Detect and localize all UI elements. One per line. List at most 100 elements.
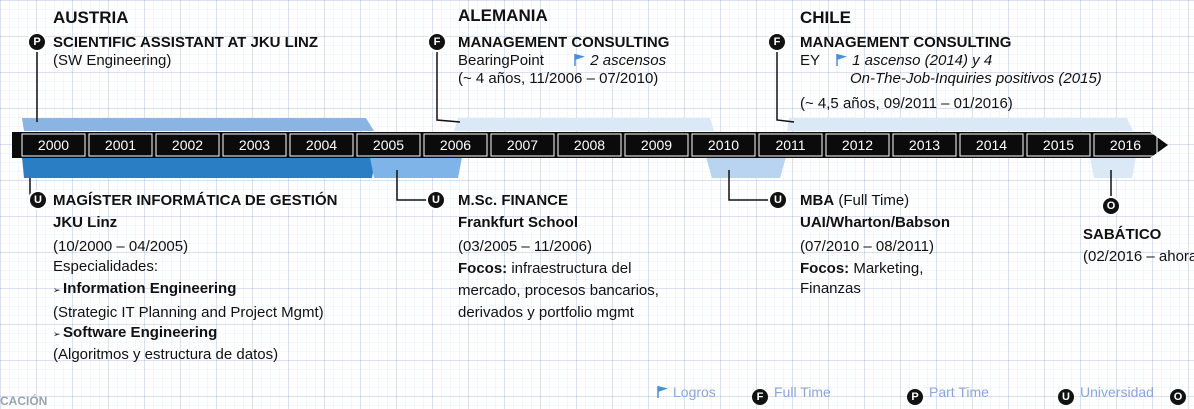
msc-focus-label: Focos: [458,260,508,277]
achievement-flag-icon [574,54,586,66]
year-label-2007: 2007 [507,137,538,153]
mba-title-label: MBA [800,192,835,209]
ey-title: MANAGEMENT CONSULTING [800,34,1012,51]
year-cell-2010 [691,133,756,157]
mba-title: MBA (Full Time) [800,192,909,209]
bearingpoint-title: MANAGEMENT CONSULTING [458,34,670,51]
university-badge: U [770,192,786,208]
ey-duration: (~ 4,5 años, 09/2011 – 01/2016) [800,95,1013,112]
year-cell-2009 [624,133,689,157]
connector-msc [396,170,434,201]
year-cell-2013 [892,133,957,157]
country-austria: AUSTRIA [53,8,129,27]
full-time-badge: F [769,34,785,50]
year-cell-2006 [423,133,488,157]
year-label-2006: 2006 [440,137,471,153]
msc-focus-2: mercado, procesos bancarios, [458,282,659,299]
other-badge-icon: O [1170,389,1186,405]
bar-mba [706,157,786,178]
year-cell-2008 [557,133,622,157]
year-cell-2007 [490,133,555,157]
other-badge: O [1103,198,1119,214]
msc-focus-1-text: infraestructura del [507,260,632,277]
flag-icon [657,386,668,398]
msc-title: M.Sc. FINANCE [458,192,569,209]
year-label-2001: 2001 [105,137,136,153]
legend-universidad: U Universidad [1058,384,1154,405]
year-label-2000: 2000 [38,137,69,153]
year-label-2004: 2004 [306,137,337,153]
full-time-badge: F [429,34,445,50]
year-label-2013: 2013 [909,137,940,153]
bearingpoint-company-line: BearingPoint 2 ascensos [458,52,666,69]
legend-full-time: F Full Time [752,384,831,405]
mba-school: UAI/Wharton/Babson [800,214,950,231]
magister-spec-2: ➢ Software Engineering [53,324,217,343]
magister-spec-2-label: Software Engineering [63,324,218,341]
year-label-2005: 2005 [373,137,404,153]
msc-focus-1: Focos: infraestructura del [458,260,631,277]
bearingpoint-achievement: 2 ascensos [590,52,667,69]
bar-msc [370,157,462,178]
year-label-2010: 2010 [708,137,739,153]
msc-focus-3: derivados y portfolio mgmt [458,304,634,321]
bullet-icon: ➢ [53,285,64,295]
year-label-2016: 2016 [1110,137,1141,153]
year-label-2015: 2015 [1043,137,1074,153]
sabbatical-title: SABÁTICO [1083,226,1162,243]
bearingpoint-company: BearingPoint [458,52,544,69]
part-time-badge: P [29,34,45,50]
year-label-2014: 2014 [976,137,1007,153]
magister-spec-label: Especialidades: [53,258,159,275]
full-time-badge-icon: F [752,389,768,405]
legend-logros: Logros [657,384,716,400]
country-germany: ALEMANIA [458,6,548,25]
year-label-2002: 2002 [172,137,203,153]
year-cell-2014 [959,133,1024,157]
magister-school: JKU Linz [53,214,118,231]
ey-achievement-1: 1 ascenso (2014) y 4 [852,52,993,69]
year-cell-2005 [356,133,421,157]
country-chile: CHILE [800,8,851,27]
year-cell-2016 [1093,133,1158,157]
mba-dates: (07/2010 – 08/2011) [800,238,934,255]
year-cell-2000 [21,133,86,157]
bullet-icon: ➢ [53,329,64,339]
mba-focus-2: Finanzas [800,280,861,297]
mba-focus-1: Focos: Marketing, [800,260,923,277]
ey-company-line: EY 1 ascenso (2014) y 4 [800,52,992,69]
connector-mba [728,170,774,201]
bar-bearingpoint [454,118,714,131]
mba-focus-label: Focos: [800,260,850,277]
year-cell-2012 [825,133,890,157]
year-label-2003: 2003 [239,137,270,153]
year-cell-2002 [155,133,220,157]
bearingpoint-duration: (~ 4 años, 11/2006 – 07/2010) [458,70,659,87]
legend-logros-label: Logros [673,384,716,400]
year-cell-2015 [1026,133,1091,157]
connector-ey [776,50,795,123]
bar-ey [787,118,1133,131]
year-label-2011: 2011 [775,137,805,153]
magister-spec-1-label: Information Engineering [63,280,237,297]
msc-school: Frankfurt School [458,214,579,231]
year-label-2008: 2008 [574,137,605,153]
msc-dates: (03/2005 – 11/2006) [458,238,592,255]
legend-other: O [1170,384,1192,405]
ey-company: EY [800,52,820,69]
sabbatical-dates: (02/2016 – ahora [1083,248,1194,265]
magister-dates: (10/2000 – 04/2005) [53,238,189,255]
section-label: CACIÓN [0,394,48,408]
legend-full-time-label: Full Time [774,384,831,400]
mba-title-suffix: (Full Time) [834,192,910,209]
year-label-2012: 2012 [842,137,873,153]
legend-universidad-label: Universidad [1080,384,1154,400]
bar-magister [22,157,376,178]
legend-part-time-label: Part Time [929,384,989,400]
connector-bearingpoint [436,50,461,123]
university-badge-icon: U [1058,389,1074,405]
magister-spec-1: ➢ Information Engineering [53,280,236,299]
